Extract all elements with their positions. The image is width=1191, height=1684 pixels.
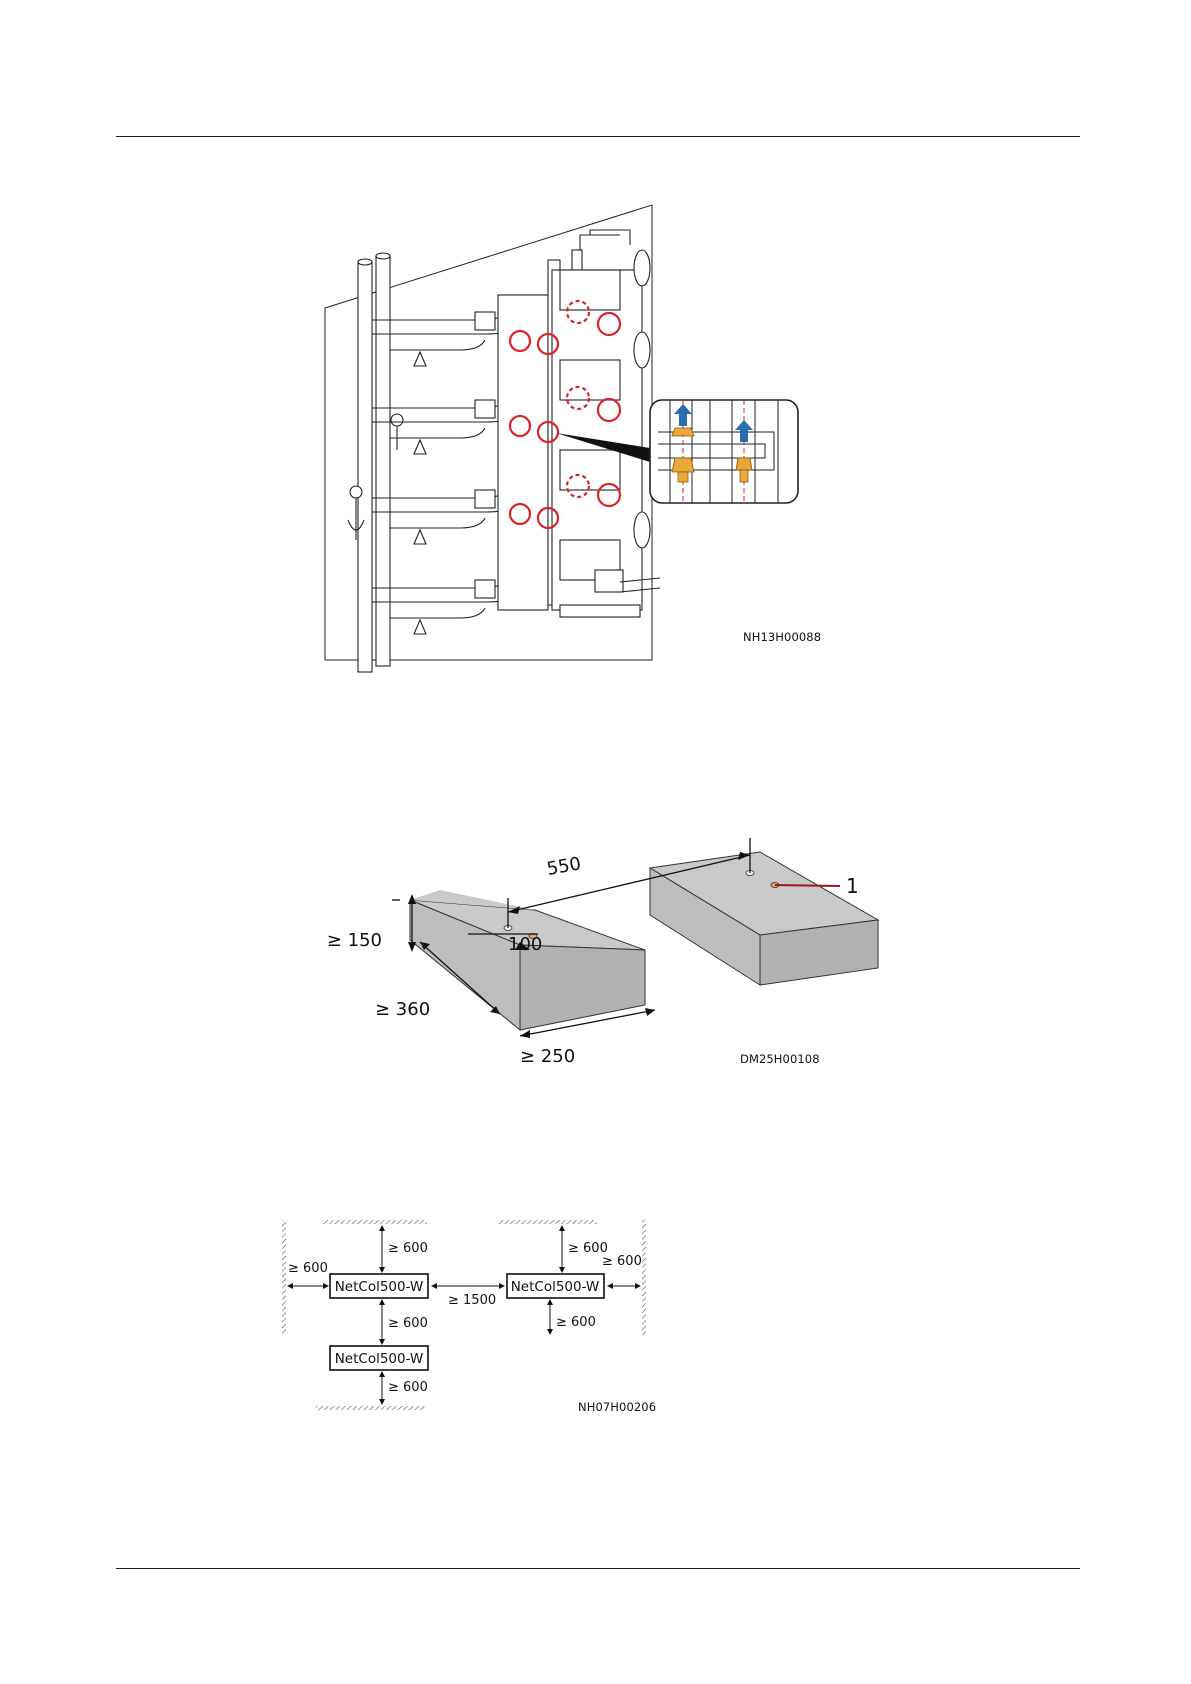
label-middle-left: ≥ 600 bbox=[388, 1316, 428, 1331]
wall-right bbox=[642, 1220, 646, 1335]
figure-code-foundation: DM25H00108 bbox=[740, 1052, 820, 1066]
unit-label-2: NetCol500-W bbox=[511, 1279, 600, 1295]
wall-left bbox=[282, 1220, 286, 1335]
left-block-front bbox=[520, 945, 645, 1030]
unit-label-1: NetCol500-W bbox=[335, 1279, 424, 1295]
label-bottom-left: ≥ 600 bbox=[388, 1380, 428, 1395]
foundation-figure: ≥ 150 ≥ 360 ≥ 250 100 550 1 DM25H00108 bbox=[320, 800, 900, 1070]
clearance-diagram: NetCol500-W NetCol500-W NetCol500-W ≥ 60… bbox=[282, 1220, 662, 1420]
label-right: ≥ 600 bbox=[602, 1254, 642, 1269]
dim-spacing: 550 bbox=[545, 853, 582, 880]
foundation-illustration: ≥ 150 ≥ 360 ≥ 250 100 550 1 bbox=[320, 800, 900, 1070]
dim-hole-offset: 100 bbox=[508, 934, 542, 955]
dim-width: ≥ 250 bbox=[520, 1046, 575, 1067]
detail-inset bbox=[650, 400, 798, 503]
wall-top-left bbox=[322, 1220, 427, 1224]
unit-label-3: NetCol500-W bbox=[335, 1351, 424, 1367]
header-rule bbox=[116, 136, 1080, 137]
clearance-figure: NetCol500-W NetCol500-W NetCol500-W ≥ 60… bbox=[282, 1220, 662, 1420]
figure-code-clearance: NH07H00206 bbox=[578, 1400, 656, 1414]
wall-top-right bbox=[497, 1220, 597, 1224]
label-below-right: ≥ 600 bbox=[556, 1315, 596, 1330]
footer-rule bbox=[116, 1568, 1080, 1569]
wall-bottom-left bbox=[316, 1406, 426, 1410]
label-between: ≥ 1500 bbox=[448, 1293, 496, 1308]
dim-height: ≥ 150 bbox=[327, 930, 382, 951]
label-top-left: ≥ 600 bbox=[388, 1241, 428, 1256]
dim-length: ≥ 360 bbox=[375, 999, 430, 1020]
callout-number: 1 bbox=[846, 874, 859, 898]
pipe-rack-illustration bbox=[320, 200, 880, 675]
figure-code-pipe-rack: NH13H00088 bbox=[743, 630, 821, 644]
pipe-rack-figure: NH13H00088 bbox=[320, 200, 880, 675]
label-left: ≥ 600 bbox=[288, 1261, 328, 1276]
